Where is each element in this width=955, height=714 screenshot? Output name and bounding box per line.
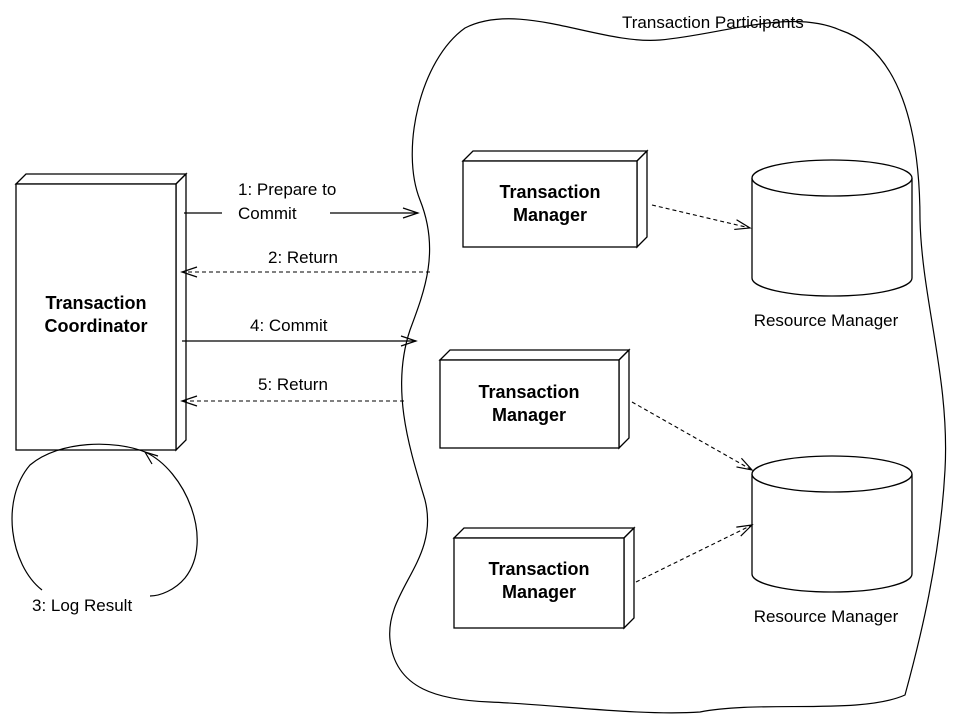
resource-manager-1-label: Resource Manager bbox=[754, 311, 899, 330]
return-2-label: 5: Return bbox=[258, 375, 328, 394]
resource-manager-2: Resource Manager bbox=[751, 455, 913, 626]
manager-3-label-line2: Manager bbox=[502, 582, 576, 602]
return-1-label: 2: Return bbox=[268, 248, 338, 267]
coordinator-label-line2: Coordinator bbox=[45, 316, 148, 336]
resource-manager-1: Resource Manager bbox=[751, 159, 913, 330]
participants-label: Transaction Participants bbox=[622, 13, 804, 32]
manager-1-label-line1: Transaction bbox=[499, 182, 600, 202]
transaction-manager-3: Transaction Manager bbox=[452, 526, 636, 630]
manager-3-label-line1: Transaction bbox=[488, 559, 589, 579]
link-manager-3-to-resource-2 bbox=[635, 524, 754, 583]
message-prepare-to-commit: 1: Prepare to Commit bbox=[184, 180, 420, 223]
manager-2-label-line2: Manager bbox=[492, 405, 566, 425]
message-return-1: 2: Return bbox=[180, 248, 430, 278]
resource-manager-2-label: Resource Manager bbox=[754, 607, 899, 626]
message-return-2: 5: Return bbox=[180, 375, 404, 407]
coordinator-label-line1: Transaction bbox=[45, 293, 146, 313]
prepare-label-line2: Commit bbox=[238, 204, 297, 223]
prepare-label-line1: 1: Prepare to bbox=[238, 180, 336, 199]
log-result-label: 3: Log Result bbox=[32, 596, 132, 615]
commit-label: 4: Commit bbox=[250, 316, 328, 335]
link-manager-2-to-resource-2 bbox=[631, 401, 754, 471]
link-manager-1-to-resource-1 bbox=[651, 204, 752, 231]
transaction-manager-1: Transaction Manager bbox=[461, 149, 649, 249]
message-commit: 4: Commit bbox=[182, 316, 418, 347]
message-log-result: 3: Log Result bbox=[11, 443, 198, 615]
transaction-coordinator: Transaction Coordinator bbox=[14, 172, 188, 452]
manager-1-label-line2: Manager bbox=[513, 205, 587, 225]
transaction-manager-2: Transaction Manager bbox=[438, 348, 631, 450]
manager-2-label-line1: Transaction bbox=[478, 382, 579, 402]
